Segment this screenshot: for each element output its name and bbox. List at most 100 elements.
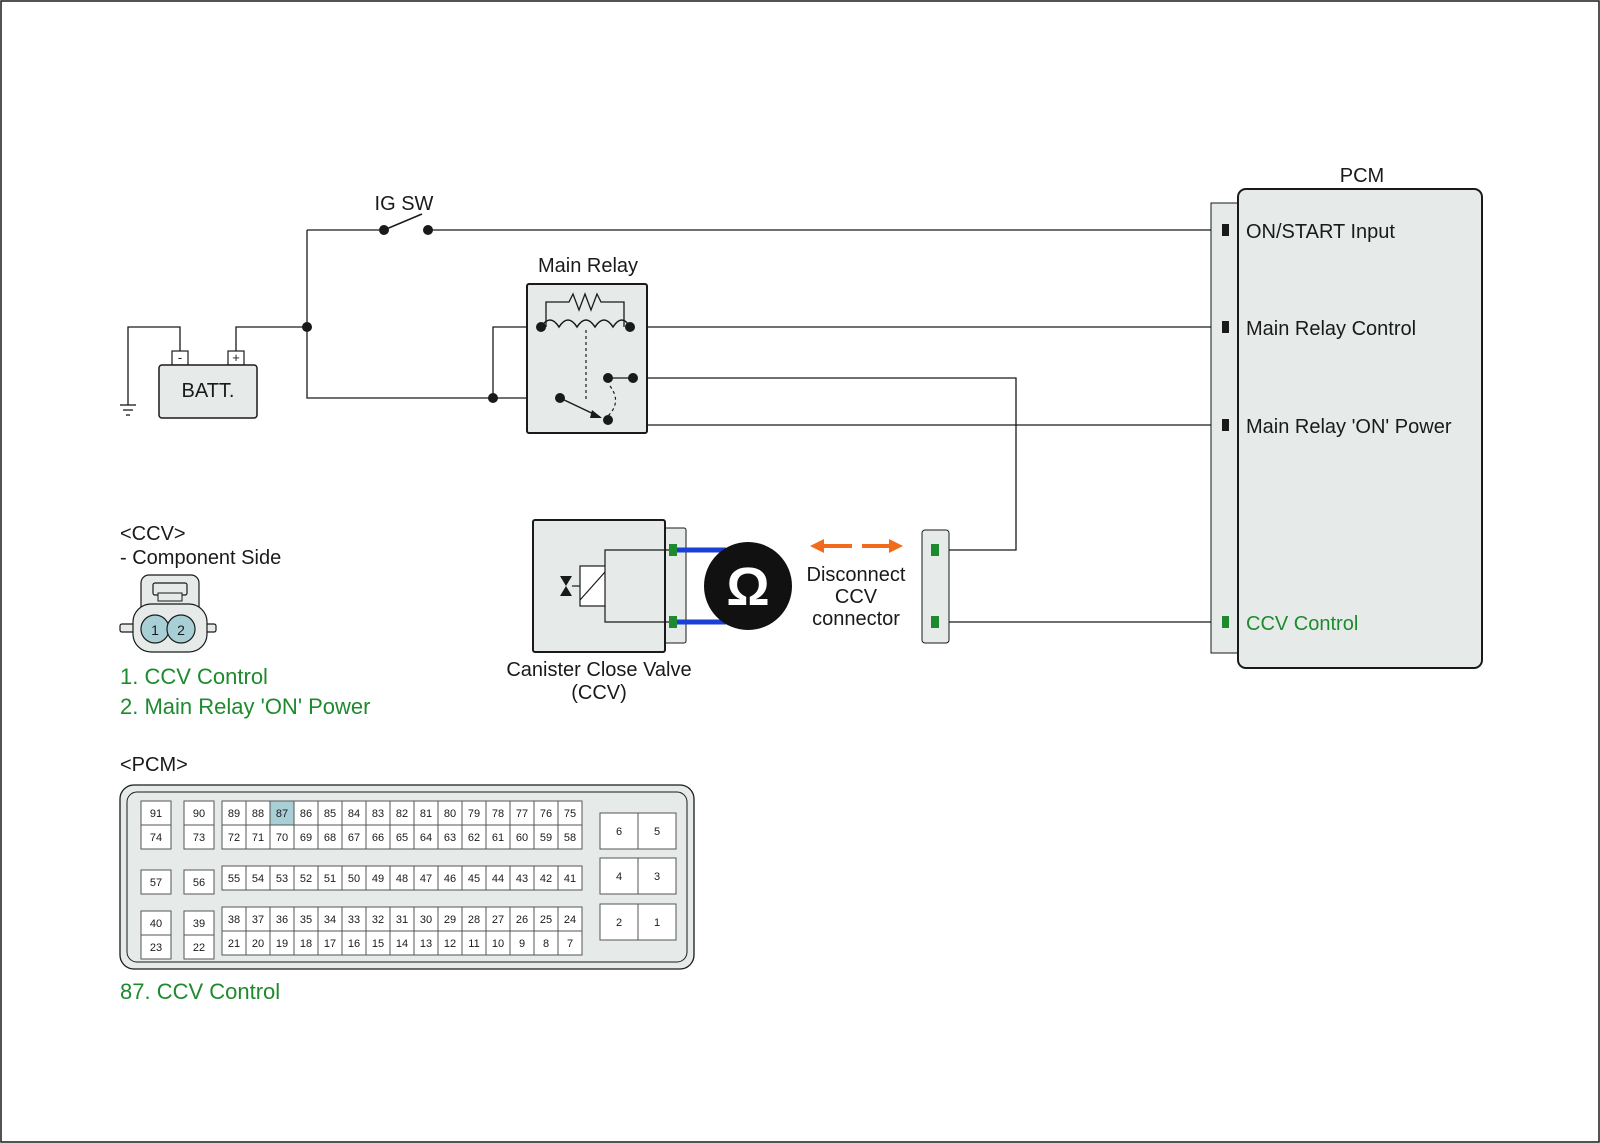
pcm-pin-label: 10 xyxy=(492,938,504,950)
pcm-pin-64 xyxy=(413,824,439,850)
pcm-pin-label: 11 xyxy=(468,938,479,950)
main-relay: Main Relay xyxy=(526,255,648,434)
pcm-pin-label: 39 xyxy=(193,918,205,930)
pcm-pin-label: 83 xyxy=(372,808,384,820)
pcm-pin-75 xyxy=(557,800,583,826)
pcm-pin-label: 35 xyxy=(300,914,312,926)
pcm-pin-label: 84 xyxy=(348,808,360,820)
pcm-pin-label: 8 xyxy=(543,938,549,950)
pcm-pin-label: 78 xyxy=(492,808,504,820)
pcm-pin-7 xyxy=(557,930,583,956)
pcm-pin-label: 52 xyxy=(300,873,312,885)
pcm-pin-label: 54 xyxy=(252,873,264,885)
ohmmeter-circle xyxy=(704,542,792,630)
relay-coil-feed-wire xyxy=(492,326,541,398)
main-relay-on-power-wire xyxy=(632,378,1222,426)
pcm-pin-label: 67 xyxy=(348,832,360,844)
pcm-pin-label: 79 xyxy=(468,808,480,820)
pcm-pin-label: 33 xyxy=(348,914,360,926)
junction-dot xyxy=(302,322,312,332)
pcm-pin-label: 59 xyxy=(540,832,552,844)
pcm-pin-1 xyxy=(637,903,677,941)
pcm-pin-56 xyxy=(183,869,215,895)
pcm-pin-label: 4 xyxy=(616,871,622,883)
pcm-pin-14 xyxy=(389,930,415,956)
pcm-pin-label: 80 xyxy=(444,808,456,820)
pcm-pin-label: 87 xyxy=(276,808,288,820)
pcm-pin-label: 20 xyxy=(252,938,264,950)
pcm-pin-label: 17 xyxy=(324,938,336,950)
ccv-pin-2-label: 2 xyxy=(177,622,185,638)
pcm-pin-label: 89 xyxy=(228,808,240,820)
pcm-pin-label: 49 xyxy=(372,873,384,885)
pcm-pin-39 xyxy=(183,910,215,936)
pcm-on-start-input: ON/START Input xyxy=(1246,221,1395,243)
junction-dot xyxy=(488,393,498,403)
ccv-name-line2: (CCV) xyxy=(571,682,627,704)
pcm-pin-62 xyxy=(461,824,487,850)
pcm-pin-33 xyxy=(341,906,367,932)
pcm-pin-19 xyxy=(269,930,295,956)
pcm-pin-label: 6 xyxy=(616,826,622,838)
pcm-pin-label: 45 xyxy=(468,873,480,885)
pcm-pin-label: 25 xyxy=(540,914,552,926)
pcm-pin-label: 44 xyxy=(492,873,504,885)
ig-sw-label: IG SW xyxy=(375,193,434,215)
ig-switch: IG SW xyxy=(375,193,434,235)
pcm-pin-79 xyxy=(461,800,487,826)
pcm-pin-label: 47 xyxy=(420,873,432,885)
pcm-pin-label: 91 xyxy=(150,808,162,820)
pcm-pin-58 xyxy=(557,824,583,850)
battery-plus-wire xyxy=(235,326,307,353)
pcm-pin-label: 19 xyxy=(276,938,288,950)
relay-to-ccv-wire xyxy=(633,377,1017,551)
pcm-pin-label: 61 xyxy=(492,832,504,844)
ccv-pin-1-label: 1 xyxy=(151,622,159,638)
pcm-pin-label: 36 xyxy=(276,914,288,926)
pcm-pin-65 xyxy=(389,824,415,850)
pcm-pin-77 xyxy=(509,800,535,826)
relay-coil xyxy=(540,319,631,329)
pcm-main-relay-on-power: Main Relay 'ON' Power xyxy=(1246,416,1452,438)
pcm-pin-54 xyxy=(245,865,271,891)
pcm-pin-4 xyxy=(599,857,639,895)
pcm-pin-59 xyxy=(533,824,559,850)
pcm-pin-11 xyxy=(461,930,487,956)
pcm-pin-label: 18 xyxy=(300,938,312,950)
pcm-pin-69 xyxy=(293,824,319,850)
pcm-pin-23 xyxy=(140,934,172,960)
pcm-pin-18 xyxy=(293,930,319,956)
pcm-pin-label: 42 xyxy=(540,873,552,885)
pcm-pin-52 xyxy=(293,865,319,891)
pcm-pin-91 xyxy=(140,800,172,826)
pcm-pin-label: 50 xyxy=(348,873,360,885)
pcm-connector-strip xyxy=(1210,202,1242,654)
wires xyxy=(127,229,1222,623)
pcm-pin-label: 77 xyxy=(516,808,528,820)
pcm-pin-label: 75 xyxy=(564,808,576,820)
pcm-pin-label: 1 xyxy=(654,917,660,929)
pcm-pin-label: 28 xyxy=(468,914,480,926)
relay-resistor xyxy=(545,292,625,327)
pcm-pin-label: 43 xyxy=(516,873,528,885)
pcm-pin-label: 29 xyxy=(444,914,456,926)
pcm-pin-90 xyxy=(183,800,215,826)
pcm-pin-40 xyxy=(140,910,172,936)
ccv-legend-2: 2. Main Relay 'ON' Power xyxy=(120,694,371,719)
pcm-pin-label: 26 xyxy=(516,914,528,926)
pcm-pin-label: 31 xyxy=(396,914,408,926)
pcm-module: PCM ON/START Input Main Relay Control Ma… xyxy=(1210,165,1483,669)
pcm-pin-61 xyxy=(485,824,511,850)
ohm-symbol: Ω xyxy=(726,557,769,617)
pcm-connector-title: <PCM> xyxy=(120,754,188,776)
ccv-connector-face: 1 2 xyxy=(119,574,217,653)
pcm-pin-5 xyxy=(637,812,677,850)
pcm-pin-31 xyxy=(389,906,415,932)
pcm-pin-label: 57 xyxy=(150,877,162,889)
pcm-pin-label: 2 xyxy=(616,917,622,929)
pcm-pin-label: 71 xyxy=(252,832,264,844)
pcm-pin-label: 41 xyxy=(564,873,576,885)
pcm-pin-41 xyxy=(557,865,583,891)
pcm-pin-label: 64 xyxy=(420,832,432,844)
